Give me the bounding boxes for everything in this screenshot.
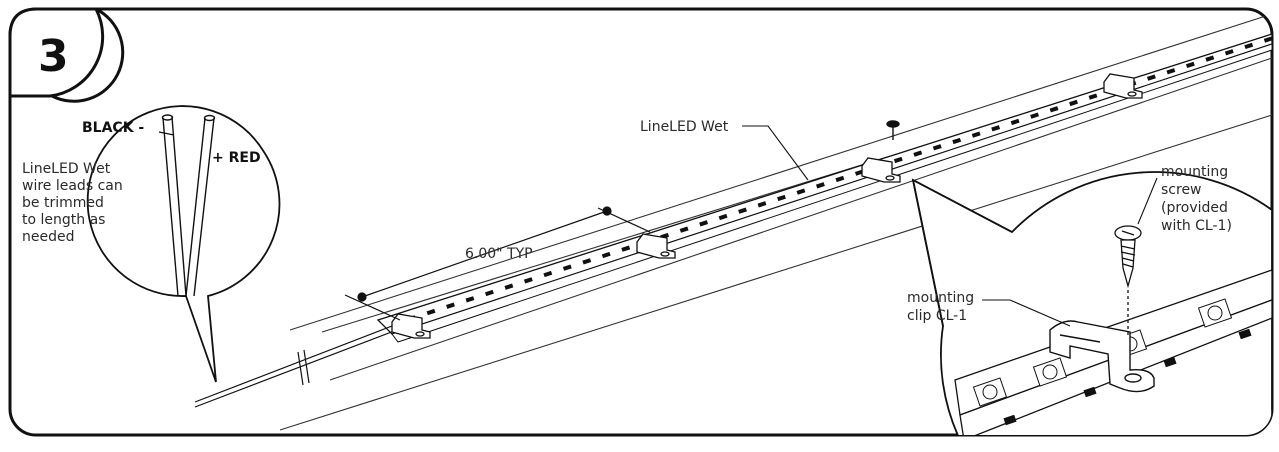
led-chip <box>971 131 981 138</box>
led-chip <box>1205 55 1215 62</box>
led-chip <box>1030 112 1040 119</box>
led-chip <box>523 277 533 284</box>
led-chip <box>582 258 592 265</box>
led-chip <box>426 308 436 316</box>
led-chip <box>815 182 825 189</box>
led-chip <box>1263 36 1272 43</box>
led-chip <box>1244 42 1254 50</box>
led-chip <box>601 251 611 259</box>
led-chip <box>1049 106 1059 113</box>
led-chip <box>1224 49 1234 56</box>
led-chip <box>1166 68 1176 75</box>
small-screw-icon <box>886 120 900 140</box>
led-chip <box>718 213 728 221</box>
led-chip <box>738 207 747 214</box>
led-chip <box>1069 99 1078 107</box>
wire-note-line: LineLED Wet <box>22 161 111 177</box>
led-chip <box>913 150 923 157</box>
led-strip <box>376 33 1272 343</box>
mounting-clips <box>391 73 1143 339</box>
led-chip <box>932 144 942 151</box>
step-badge: 3 <box>8 7 125 103</box>
strip-marking <box>1003 414 1017 426</box>
led-chip <box>991 125 1001 132</box>
led-chip <box>543 270 553 278</box>
zoomed-clip <box>1049 320 1155 393</box>
screw-label: mounting screw (provided with CL-1) <box>1161 164 1232 234</box>
spacing-dimension <box>344 206 651 321</box>
led-chip <box>504 283 514 290</box>
screw-label-line: mounting <box>1161 164 1228 180</box>
wire-note-line: needed <box>22 229 75 245</box>
strip-marking <box>1238 328 1252 340</box>
led-chip <box>1010 118 1020 126</box>
led-chip <box>1146 74 1156 81</box>
led-chip <box>777 194 786 202</box>
lead-wire <box>194 325 395 408</box>
spacing-label: 6.00" TYP <box>465 246 533 262</box>
screw-label-line: screw <box>1161 182 1202 198</box>
led-chip <box>465 296 475 303</box>
mounting-clip-icon <box>391 313 431 339</box>
led-chip <box>446 302 455 309</box>
screw-label-line: (provided <box>1161 200 1228 216</box>
led-chip <box>621 245 631 252</box>
led-chip <box>893 156 903 164</box>
led-chip <box>835 175 845 183</box>
led-chip <box>952 137 962 145</box>
product-label: LineLED Wet <box>640 119 729 135</box>
led-chip <box>485 289 494 297</box>
mounting-clip-icon <box>861 157 901 183</box>
wire-leads-detail <box>158 114 216 297</box>
black-wire-label: BLACK - <box>82 120 144 136</box>
led-chip <box>796 188 806 195</box>
led-chip-large <box>1032 357 1068 387</box>
led-chip <box>1088 93 1098 100</box>
led-chip-large <box>972 377 1008 407</box>
mounting-clip-icon <box>636 233 676 259</box>
wire-note-line: to length as <box>22 212 105 228</box>
led-chip <box>1185 61 1195 69</box>
wire-note: LineLED Wet wire leads can be trimmed to… <box>22 161 123 245</box>
led-chip <box>699 220 709 227</box>
clip-label-line: clip CL-1 <box>907 308 967 324</box>
clip-label: mounting clip CL-1 <box>907 290 974 324</box>
led-chip <box>679 226 689 233</box>
led-chip-large <box>1197 298 1233 328</box>
strip-marking <box>1083 386 1097 398</box>
led-chip <box>757 201 767 208</box>
led-chip <box>562 264 572 271</box>
strip-marking <box>1163 356 1177 368</box>
wire-note-line: be trimmed <box>22 195 104 211</box>
mounting-screw-icon <box>1114 225 1142 338</box>
mounting-clip-icon <box>1103 73 1143 99</box>
leader-lines <box>742 125 1158 327</box>
wire-note-line: wire leads can <box>22 178 123 194</box>
step-number: 3 <box>38 31 69 82</box>
clip-label-line: mounting <box>907 290 974 306</box>
red-wire-label: + RED <box>212 150 261 166</box>
wire-detail-callout <box>86 105 281 383</box>
screw-label-line: with CL-1) <box>1161 218 1232 234</box>
